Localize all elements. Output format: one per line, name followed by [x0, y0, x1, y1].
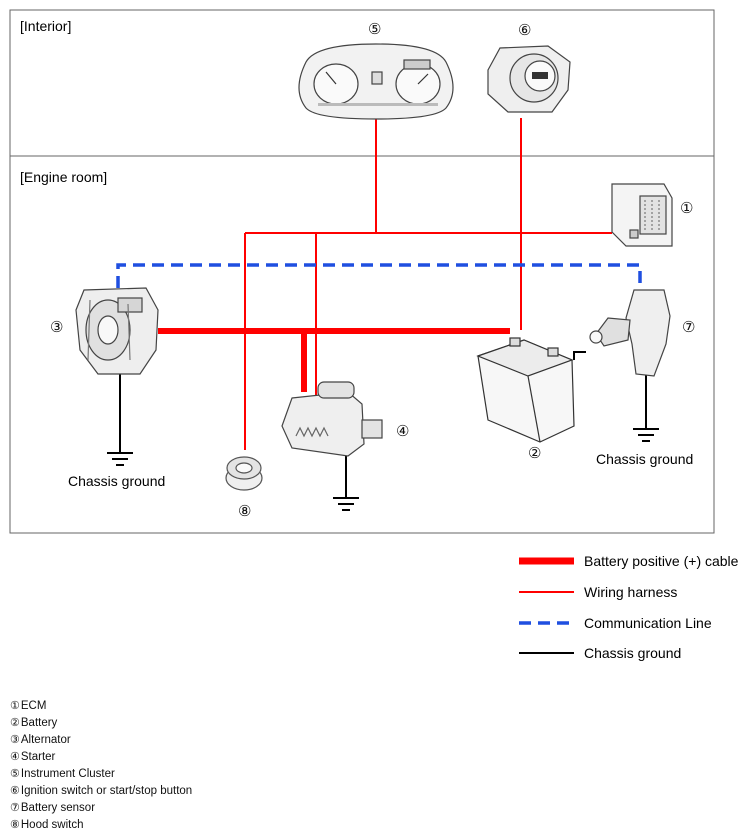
instrument-cluster-icon	[298, 43, 454, 120]
callout-6: ⑥	[518, 22, 531, 39]
battery-positive-cable	[158, 328, 510, 392]
start-stop-button-icon	[487, 45, 571, 113]
parts-list: ①ECM ②Battery ③Alternator ④Starter ⑤Inst…	[10, 698, 192, 834]
list-item: ⑦Battery sensor	[10, 800, 192, 817]
part-number: ①	[10, 700, 20, 712]
ground-symbol-battery-sensor	[633, 428, 659, 442]
part-number: ④	[10, 751, 20, 763]
chassis-ground-label-alternator: Chassis ground	[68, 473, 165, 489]
interior-label: [Interior]	[20, 18, 71, 34]
list-item: ②Battery	[10, 715, 192, 732]
callout-4: ④	[396, 423, 409, 440]
ground-symbol-alternator	[107, 452, 133, 466]
wiring-diagram: [Interior] [Engine room] Chassis	[9, 9, 739, 661]
list-item: ⑤Instrument Cluster	[10, 766, 192, 783]
chassis-ground-label-battery-sensor: Chassis ground	[596, 451, 693, 467]
callout-2: ②	[528, 445, 541, 462]
legend-label-chassis-ground: Chassis ground	[584, 645, 681, 661]
list-item: ①ECM	[10, 698, 192, 715]
legend-label-communication-line: Communication Line	[584, 615, 712, 631]
ecm-icon	[611, 183, 673, 247]
callout-8: ⑧	[238, 503, 251, 520]
part-name: Ignition switch or start/stop button	[20, 785, 193, 797]
engine-room-label: [Engine room]	[20, 169, 107, 185]
battery-icon	[476, 337, 575, 443]
callout-1: ①	[680, 200, 693, 217]
chassis-ground-wires	[119, 351, 647, 497]
list-item: ④Starter	[10, 749, 192, 766]
part-number: ⑦	[10, 802, 20, 814]
battery-sensor-icon	[589, 289, 671, 377]
list-item: ⑧Hood switch	[10, 817, 192, 834]
part-number: ⑧	[10, 819, 20, 831]
callout-5: ⑤	[368, 21, 381, 38]
callout-numbers: ① ② ③ ④ ⑤ ⑥ ⑦ ⑧	[50, 21, 695, 520]
callout-3: ③	[50, 319, 63, 336]
part-name: ECM	[20, 700, 47, 712]
list-item: ⑥Ignition switch or start/stop button	[10, 783, 192, 800]
legend-label-wiring-harness: Wiring harness	[584, 584, 677, 600]
hood-switch-icon	[225, 456, 263, 491]
communication-line	[116, 263, 642, 288]
part-name: Battery	[20, 717, 58, 729]
part-name: Alternator	[20, 734, 71, 746]
legend: Battery positive (+) cable Wiring harnes…	[519, 553, 739, 661]
callout-7: ⑦	[682, 319, 695, 336]
part-number: ③	[10, 734, 20, 746]
part-number: ⑥	[10, 785, 20, 797]
part-name: Battery sensor	[20, 802, 96, 814]
ground-symbol-starter	[333, 497, 359, 511]
legend-label-battery-positive: Battery positive (+) cable	[584, 553, 739, 569]
list-item: ③Alternator	[10, 732, 192, 749]
part-number: ⑤	[10, 768, 20, 780]
part-name: Starter	[20, 751, 56, 763]
alternator-icon	[75, 287, 159, 375]
wiring-harness-lines	[244, 118, 612, 450]
part-number: ②	[10, 717, 20, 729]
engine-room-section-box	[9, 155, 715, 534]
part-name: Hood switch	[20, 819, 84, 831]
starter-icon	[281, 381, 383, 457]
part-name: Instrument Cluster	[20, 768, 115, 780]
